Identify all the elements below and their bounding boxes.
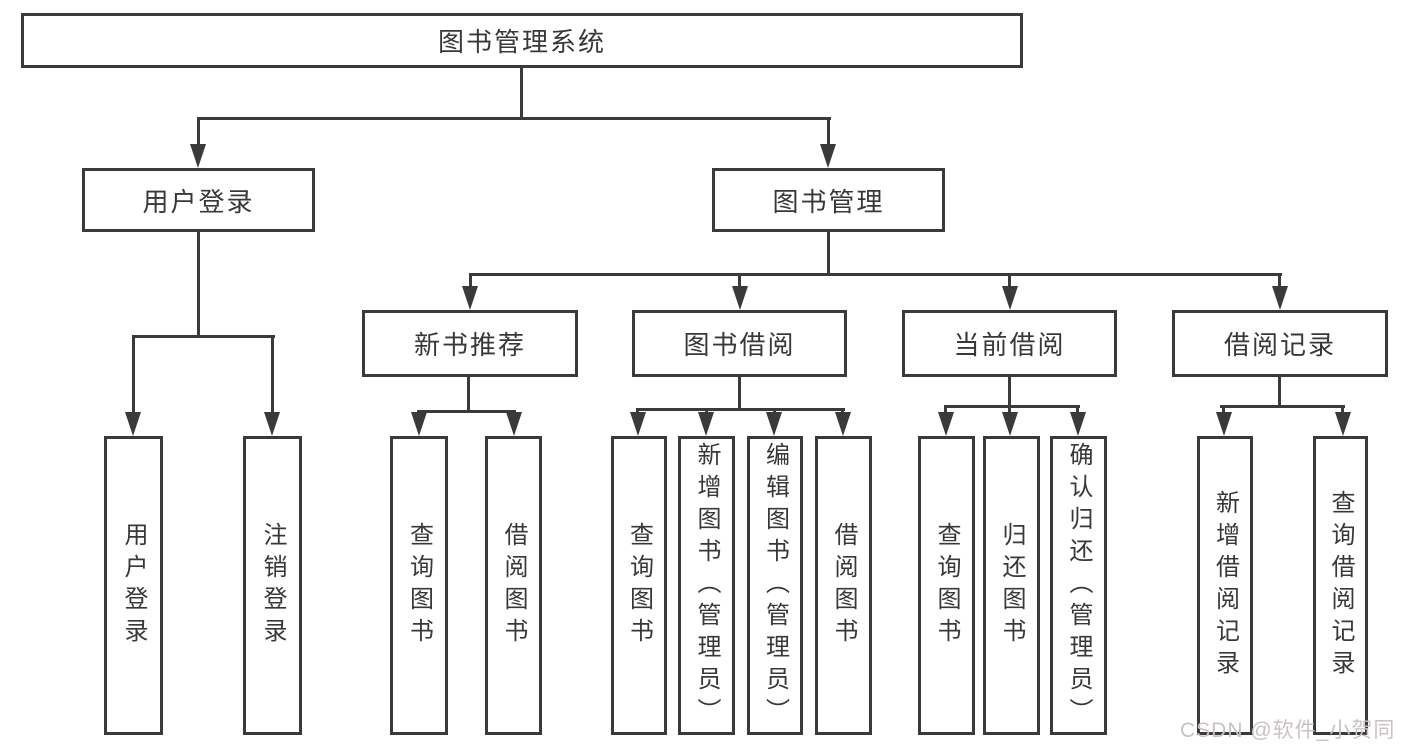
connector-line [132, 335, 135, 414]
connector-line [469, 273, 1282, 276]
leaf-borrow-book-recommend: 借阅图书 [485, 436, 542, 735]
arrow-down-icon [1216, 412, 1232, 436]
connector-line [1008, 377, 1011, 405]
connector-line [1278, 273, 1281, 288]
node-label: 图书借阅 [683, 330, 796, 360]
arrow-down-icon [462, 286, 478, 310]
connector-line [1220, 405, 1345, 408]
node-label: 借阅图书 [500, 521, 527, 650]
arrow-down-icon [698, 412, 714, 436]
node-label: 查询图书 [933, 521, 960, 650]
arrow-down-icon [820, 144, 836, 168]
node-label: 用户登录 [120, 521, 147, 650]
node-user-login: 用户登录 [82, 168, 315, 232]
connector-line [520, 67, 523, 117]
leaf-borrow-book: 借阅图书 [815, 436, 872, 735]
arrow-down-icon [1335, 412, 1351, 436]
node-label: 新增图书（管理员） [693, 441, 720, 730]
leaf-confirm-return-admin: 确认归还（管理员） [1050, 436, 1107, 735]
node-current-borrow: 当前借阅 [902, 310, 1117, 377]
leaf-query-book-recommend: 查询图书 [390, 436, 448, 735]
node-root-system: 图书管理系统 [21, 13, 1023, 68]
arrow-down-icon [264, 412, 280, 436]
arrow-down-icon [1070, 412, 1086, 436]
leaf-add-borrow-record: 新增借阅记录 [1197, 436, 1253, 735]
connector-line [469, 273, 472, 288]
connector-line [1008, 273, 1011, 288]
node-label: 注销登录 [259, 521, 286, 650]
connector-line [1278, 377, 1281, 405]
node-label: 图书管理 [772, 186, 885, 217]
arrow-down-icon [1272, 286, 1288, 310]
arrow-down-icon [190, 144, 206, 168]
connector-line [197, 117, 831, 120]
connector-line [132, 335, 275, 338]
arrow-down-icon [766, 412, 782, 436]
connector-line [271, 335, 274, 414]
node-borrow-record: 借阅记录 [1172, 310, 1388, 377]
node-label: 查询图书 [625, 521, 653, 650]
leaf-user-login: 用户登录 [104, 436, 163, 735]
connector-line [1341, 405, 1344, 414]
node-label: 借阅记录 [1223, 330, 1336, 360]
arrow-down-icon [630, 412, 646, 436]
node-label: 确认归还（管理员） [1065, 441, 1092, 730]
connector-line [467, 377, 470, 410]
connector-line [738, 377, 741, 408]
node-new-book-recommend: 新书推荐 [362, 310, 578, 377]
node-label: 用户登录 [142, 186, 255, 217]
leaf-query-borrow-record: 查询借阅记录 [1313, 436, 1368, 735]
node-label: 借阅图书 [830, 521, 857, 650]
connector-line [944, 405, 1080, 408]
leaf-edit-book-admin: 编辑图书（管理员） [747, 436, 803, 735]
arrow-down-icon [125, 412, 141, 436]
node-label: 编辑图书（管理员） [761, 441, 789, 730]
node-label: 图书管理系统 [437, 27, 606, 57]
connector-line [1222, 405, 1225, 414]
connector-line [1008, 405, 1011, 414]
leaf-query-book-borrow: 查询图书 [611, 436, 667, 735]
node-label: 新书推荐 [413, 330, 526, 360]
leaf-query-book-current: 查询图书 [918, 436, 975, 735]
node-label: 当前借阅 [953, 330, 1066, 360]
connector-line [418, 410, 516, 413]
arrow-down-icon [732, 286, 748, 310]
node-label: 归还图书 [998, 521, 1025, 650]
node-label: 查询图书 [405, 521, 433, 650]
arrow-down-icon [1002, 286, 1018, 310]
arrow-down-icon [938, 412, 954, 436]
connector-line [827, 117, 830, 150]
arrow-down-icon [411, 412, 427, 436]
connector-line [944, 405, 947, 414]
connector-line [197, 117, 200, 150]
node-book-management: 图书管理 [712, 168, 945, 232]
leaf-add-book-admin: 新增图书（管理员） [678, 436, 735, 735]
connector-line [738, 273, 741, 288]
leaf-return-book: 归还图书 [983, 436, 1040, 735]
connector-line [1076, 405, 1079, 414]
connector-line [827, 232, 830, 276]
node-label: 查询借阅记录 [1327, 489, 1354, 682]
node-label: 新增借阅记录 [1211, 489, 1239, 682]
arrow-down-icon [506, 412, 522, 436]
arrow-down-icon [835, 412, 851, 436]
node-book-borrow: 图书借阅 [632, 310, 847, 377]
csdn-watermark: CSDN @软件_小贺同学 [1180, 719, 1396, 742]
connector-line [636, 408, 845, 411]
arrow-down-icon [1002, 412, 1018, 436]
leaf-logout: 注销登录 [243, 436, 302, 735]
connector-line [197, 232, 200, 335]
